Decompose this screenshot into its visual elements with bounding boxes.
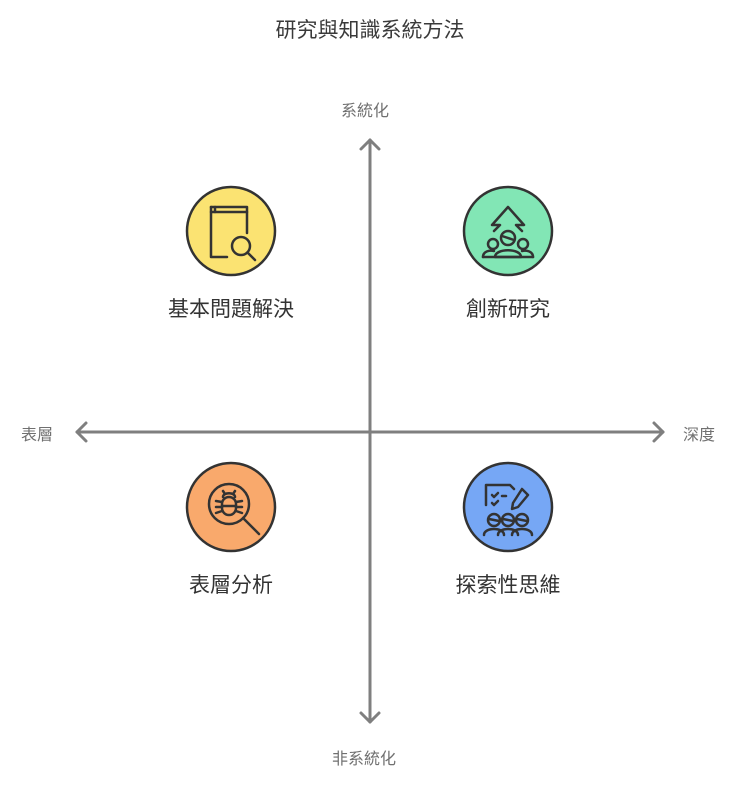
diagram-title: 研究與知識系統方法: [275, 18, 465, 42]
quadrant-label-bottom-right: 探索性思維: [455, 573, 561, 597]
bug-search-icon: [185, 461, 277, 553]
book-search-icon: [185, 185, 277, 277]
arrow-left-icon: [75, 421, 88, 443]
team-growth-arrow-icon: [462, 185, 554, 277]
arrow-down-icon: [359, 711, 381, 724]
quadrant-label-top-left: 基本問題解決: [168, 297, 294, 321]
axis-label-top: 系統化: [341, 101, 390, 120]
axis-label-bottom: 非系統化: [332, 749, 397, 768]
quadrant-label-bottom-left: 表層分析: [189, 573, 273, 597]
quadrant-label-top-right: 創新研究: [466, 297, 550, 321]
arrow-right-icon: [652, 421, 665, 443]
team-checklist-icon: [462, 461, 554, 553]
arrow-up-icon: [359, 138, 381, 151]
axis-label-right: 深度: [683, 425, 716, 444]
axis-label-left: 表層: [21, 425, 54, 444]
